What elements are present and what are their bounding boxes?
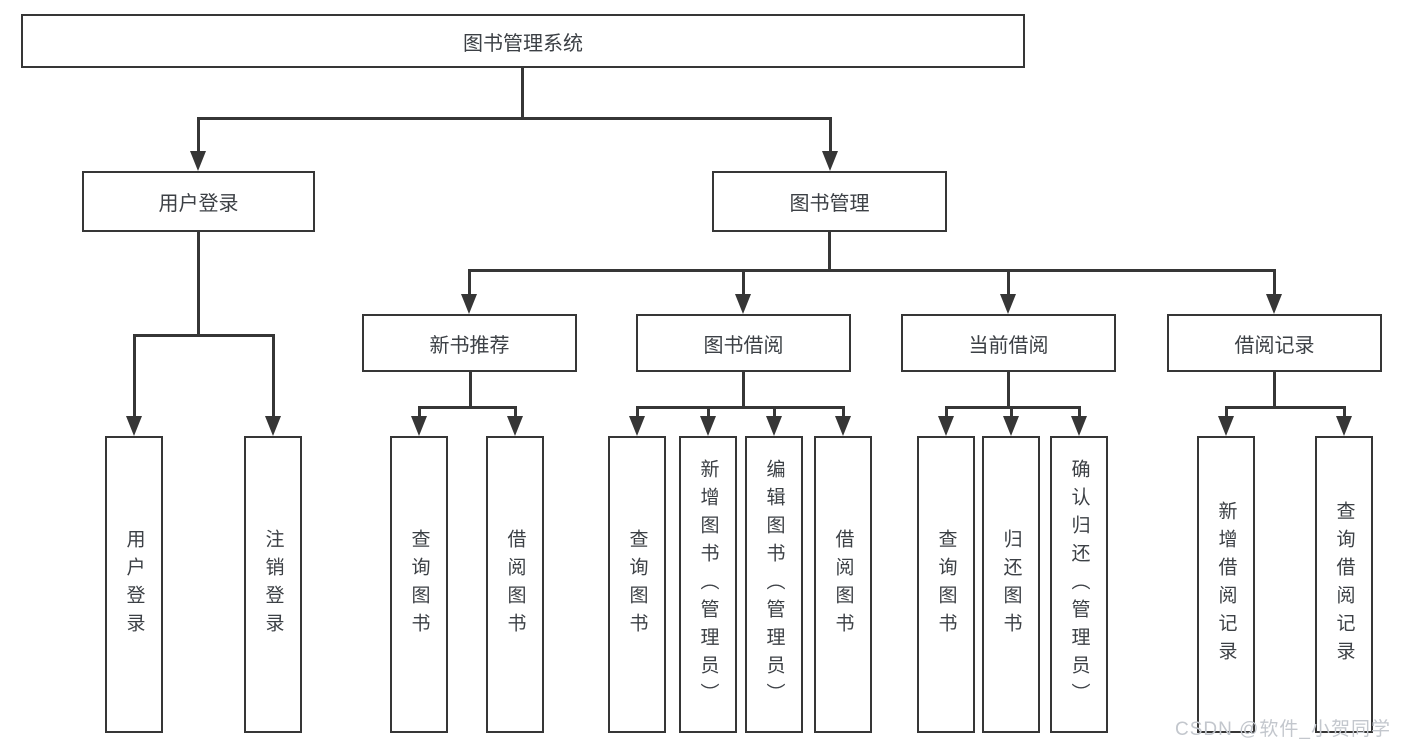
leaf-add-book-admin: 新增图书（管理员） bbox=[679, 436, 737, 733]
leaf-query-borrow-record-label: 查询借阅记录 bbox=[1333, 500, 1355, 669]
node-root: 图书管理系统 bbox=[21, 14, 1025, 68]
arrow-down-icon bbox=[190, 151, 206, 171]
connector-recommend-stem bbox=[469, 372, 472, 408]
connector-to-leaf bbox=[1225, 406, 1228, 416]
connector-to-leaf bbox=[1078, 406, 1081, 416]
leaf-user-login: 用户登录 bbox=[105, 436, 163, 733]
leaf-recommend-borrow-book: 借阅图书 bbox=[486, 436, 544, 733]
node-current-borrow-label: 当前借阅 bbox=[968, 334, 1049, 357]
arrow-down-icon bbox=[411, 416, 427, 436]
node-new-book-recommend: 新书推荐 bbox=[362, 314, 577, 372]
arrow-down-icon bbox=[938, 416, 954, 436]
leaf-borrow-query-book: 查询图书 bbox=[608, 436, 666, 733]
connector-to-leaf bbox=[842, 406, 845, 416]
leaf-user-login-label: 用户登录 bbox=[123, 528, 145, 641]
connector-to-user-login bbox=[197, 117, 200, 151]
leaf-borrow-query-book-label: 查询图书 bbox=[626, 528, 648, 641]
connector-to-leaf bbox=[773, 406, 776, 416]
leaf-recommend-query-book-label: 查询图书 bbox=[408, 528, 430, 641]
leaf-recommend-query-book: 查询图书 bbox=[390, 436, 448, 733]
connector-to-book-management bbox=[829, 117, 832, 151]
leaf-add-book-admin-label: 新增图书（管理员） bbox=[697, 458, 719, 711]
csdn-watermark: CSDN @软件_小贺同学 bbox=[1175, 719, 1391, 740]
node-book-borrow: 图书借阅 bbox=[636, 314, 851, 372]
node-borrow-record-label: 借阅记录 bbox=[1234, 334, 1315, 357]
leaf-edit-book-admin-label: 编辑图书（管理员） bbox=[763, 458, 785, 711]
connector-recommend-bar bbox=[418, 406, 516, 409]
leaf-recommend-borrow-book-label: 借阅图书 bbox=[504, 528, 526, 641]
leaf-add-borrow-record-label: 新增借阅记录 bbox=[1215, 500, 1237, 669]
connector-to-leaf bbox=[636, 406, 639, 416]
node-root-label: 图书管理系统 bbox=[463, 32, 583, 55]
node-book-borrow-label: 图书借阅 bbox=[703, 334, 784, 357]
connector-current-stem bbox=[1007, 372, 1010, 408]
connector-root-stem bbox=[521, 68, 524, 118]
leaf-logout: 注销登录 bbox=[244, 436, 302, 733]
leaf-confirm-return-admin-label: 确认归还（管理员） bbox=[1068, 458, 1090, 711]
arrow-down-icon bbox=[507, 416, 523, 436]
connector-user-login-bar bbox=[133, 334, 274, 337]
connector-root-bar bbox=[197, 117, 831, 120]
node-current-borrow: 当前借阅 bbox=[901, 314, 1116, 372]
leaf-borrow-book: 借阅图书 bbox=[814, 436, 872, 733]
arrow-down-icon bbox=[1000, 294, 1016, 314]
arrow-down-icon bbox=[766, 416, 782, 436]
arrow-down-icon bbox=[822, 151, 838, 171]
connector-record-stem bbox=[1273, 372, 1276, 408]
leaf-current-query-book: 查询图书 bbox=[917, 436, 975, 733]
connector-to-node bbox=[1007, 269, 1010, 294]
connector-to-leaf bbox=[945, 406, 948, 416]
connector-to-node bbox=[1273, 269, 1276, 294]
arrow-down-icon bbox=[126, 416, 142, 436]
leaf-add-borrow-record: 新增借阅记录 bbox=[1197, 436, 1255, 733]
connector-to-leaf bbox=[514, 406, 517, 416]
node-new-book-recommend-label: 新书推荐 bbox=[429, 334, 510, 357]
leaf-logout-label: 注销登录 bbox=[262, 528, 284, 641]
leaf-edit-book-admin: 编辑图书（管理员） bbox=[745, 436, 803, 733]
connector-book-mgmt-stem bbox=[828, 232, 831, 270]
arrow-down-icon bbox=[1003, 416, 1019, 436]
connector-to-node bbox=[742, 269, 745, 294]
connector-to-leaf bbox=[707, 406, 710, 416]
arrow-down-icon bbox=[1336, 416, 1352, 436]
arrow-down-icon bbox=[1071, 416, 1087, 436]
node-user-login: 用户登录 bbox=[82, 171, 315, 232]
connector-borrow-stem bbox=[742, 372, 745, 408]
connector-to-leaf bbox=[1343, 406, 1346, 416]
node-borrow-record: 借阅记录 bbox=[1167, 314, 1382, 372]
connector-to-node bbox=[468, 269, 471, 294]
leaf-confirm-return-admin: 确认归还（管理员） bbox=[1050, 436, 1108, 733]
arrow-down-icon bbox=[1266, 294, 1282, 314]
connector-to-leaf bbox=[1010, 406, 1013, 416]
leaf-current-query-book-label: 查询图书 bbox=[935, 528, 957, 641]
connector-record-bar bbox=[1225, 406, 1345, 409]
arrow-down-icon bbox=[1218, 416, 1234, 436]
node-book-management-label: 图书管理 bbox=[789, 193, 870, 215]
node-user-login-label: 用户登录 bbox=[158, 193, 239, 215]
leaf-return-book: 归还图书 bbox=[982, 436, 1040, 733]
leaf-borrow-book-label: 借阅图书 bbox=[832, 528, 854, 641]
connector-to-leaf bbox=[418, 406, 421, 416]
arrow-down-icon bbox=[461, 294, 477, 314]
leaf-return-book-label: 归还图书 bbox=[1000, 528, 1022, 641]
arrow-down-icon bbox=[629, 416, 645, 436]
connector-user-login-stem bbox=[197, 232, 200, 335]
arrow-down-icon bbox=[735, 294, 751, 314]
connector-to-leaf bbox=[272, 334, 275, 416]
arrow-down-icon bbox=[265, 416, 281, 436]
leaf-query-borrow-record: 查询借阅记录 bbox=[1315, 436, 1373, 733]
arrow-down-icon bbox=[700, 416, 716, 436]
connector-borrow-bar bbox=[636, 406, 844, 409]
connector-book-mgmt-bar bbox=[468, 269, 1276, 272]
node-book-management: 图书管理 bbox=[712, 171, 947, 232]
arrow-down-icon bbox=[835, 416, 851, 436]
connector-to-leaf bbox=[133, 334, 136, 416]
